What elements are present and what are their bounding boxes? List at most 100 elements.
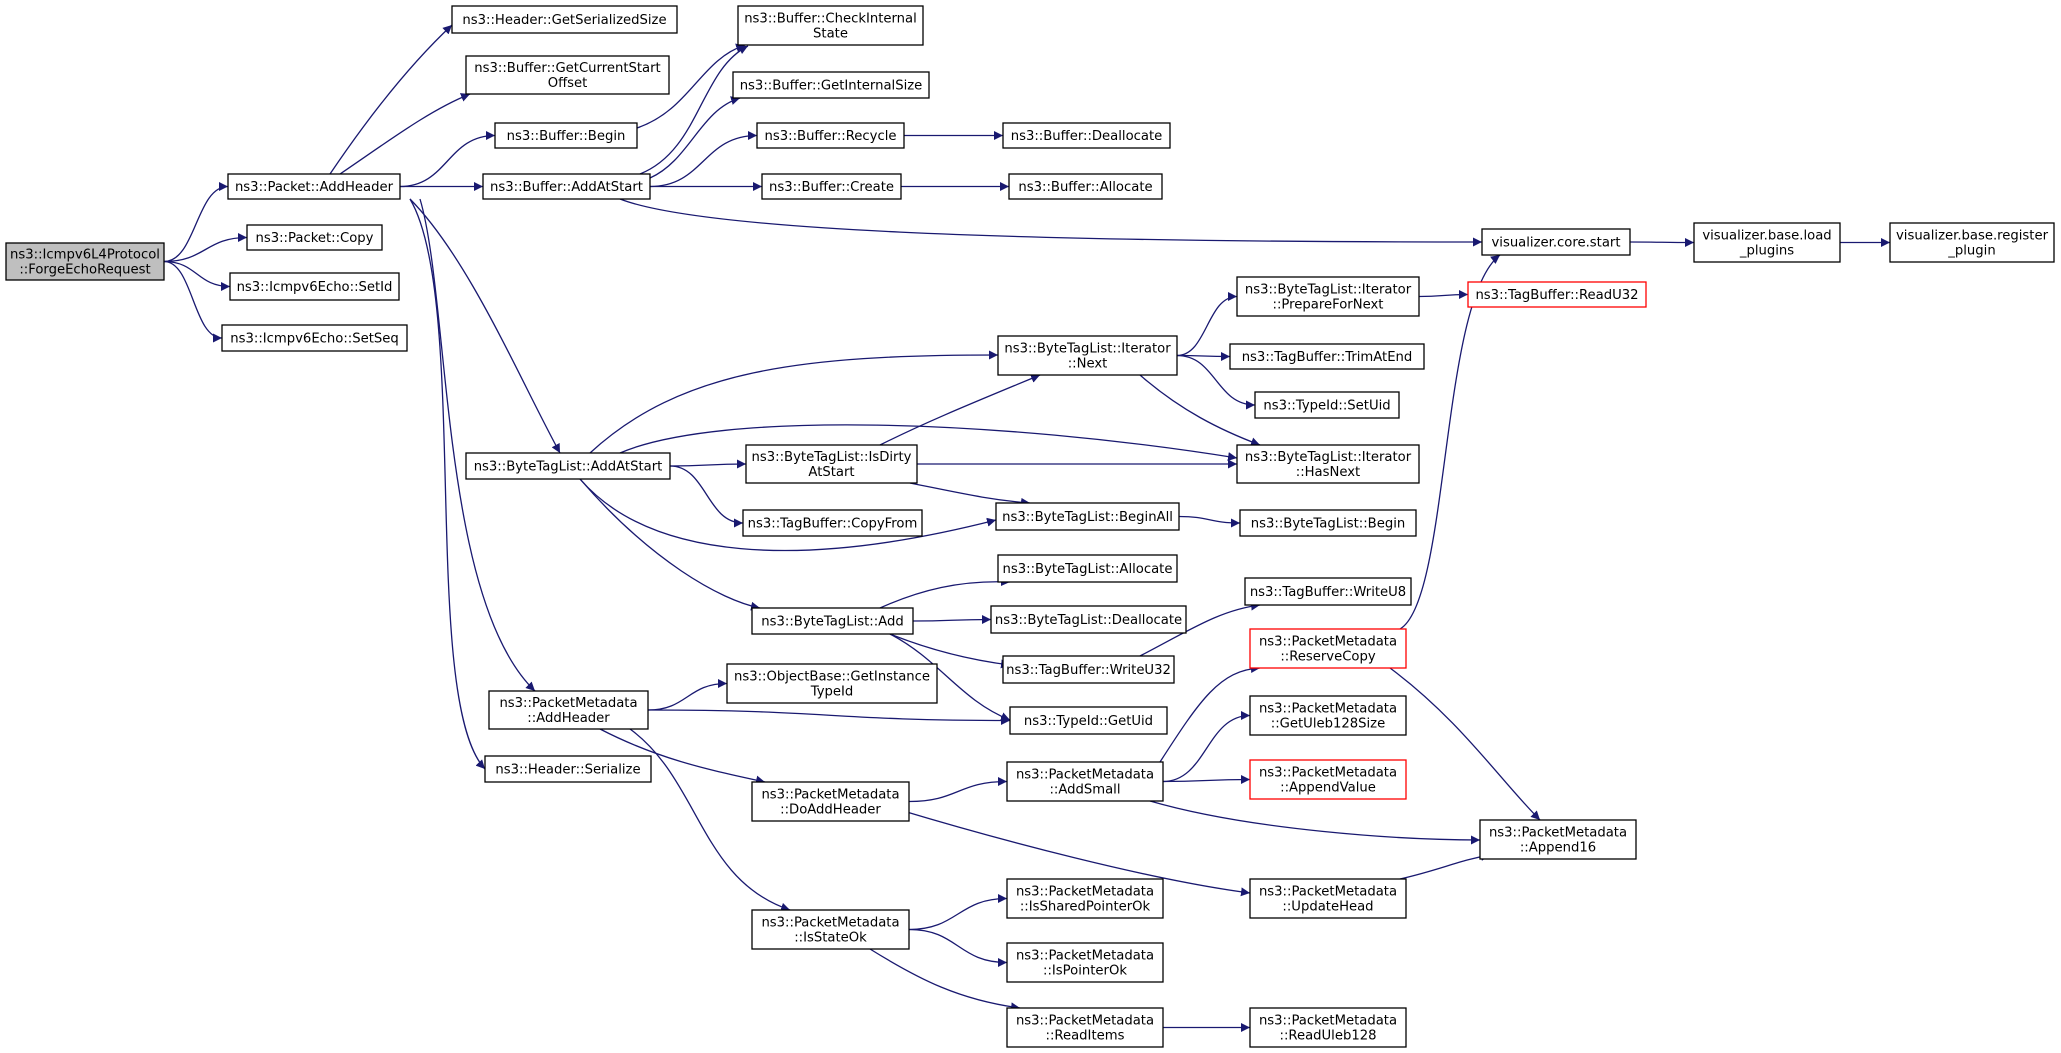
- node-getsersize[interactable]: ns3::Header::GetSerializedSize: [451, 5, 678, 34]
- node-label-readitems-line-1: ::ReadItems: [1046, 1029, 1125, 1044]
- node-box-btladdatstart: [465, 452, 671, 480]
- node-writeu32[interactable]: ns3::TagBuffer::WriteU32: [1002, 655, 1175, 684]
- node-label-reservecopy-line-0: ns3::PacketMetadata: [1259, 635, 1397, 650]
- node-hasnext[interactable]: ns3::ByteTagList::Iterator::HasNext: [1236, 444, 1420, 484]
- node-readuleb[interactable]: ns3::PacketMetadata::ReadUleb128: [1249, 1007, 1407, 1048]
- node-btladd[interactable]: ns3::ByteTagList::Add: [751, 607, 914, 635]
- node-label-root-line-0: ns3::Icmpv6L4Protocol: [10, 248, 160, 263]
- call-edge-addsmall-to-getuleb: [1162, 711, 1251, 783]
- node-getuid[interactable]: ns3::TypeId::GetUid: [1009, 706, 1168, 735]
- node-setuid[interactable]: ns3::TypeId::SetUid: [1254, 391, 1400, 419]
- call-edge-itprepare-to-readu32: [1418, 290, 1469, 300]
- node-addheader[interactable]: ns3::Packet::AddHeader: [227, 173, 401, 200]
- node-label-getuleb-line-1: ::GetUleb128Size: [1271, 717, 1385, 732]
- node-bufaddatstart[interactable]: ns3::Buffer::AddAtStart: [482, 173, 651, 200]
- node-copy[interactable]: ns3::Packet::Copy: [246, 224, 383, 251]
- node-setid[interactable]: ns3::Icmpv6Echo::SetId: [229, 272, 400, 301]
- node-label-trimatend-line-0: ns3::TagBuffer::TrimAtEnd: [1242, 350, 1413, 365]
- node-box-issharedptr: [1006, 878, 1164, 919]
- node-issharedptr[interactable]: ns3::PacketMetadata::IsSharedPointerOk: [1006, 878, 1164, 919]
- node-btldeallocate[interactable]: ns3::ByteTagList::Deallocate: [990, 605, 1187, 634]
- node-appendvalue[interactable]: ns3::PacketMetadata::AppendValue: [1249, 759, 1407, 800]
- node-box-setseq: [221, 324, 408, 352]
- call-edge-btladd-to-btldeallocate: [912, 615, 992, 625]
- call-edge-writeu32-to-writeu8: [1139, 601, 1261, 657]
- node-box-writeu8: [1244, 577, 1412, 606]
- node-label-append16-line-1: ::Append16: [1520, 841, 1596, 856]
- node-hdrserialize[interactable]: ns3::Header::Serialize: [484, 755, 652, 783]
- node-label-btladd-line-0: ns3::ByteTagList::Add: [761, 615, 903, 630]
- call-edge-root-to-setid: [163, 260, 231, 291]
- node-append16[interactable]: ns3::PacketMetadata::Append16: [1479, 819, 1637, 860]
- call-edge-root-to-addheader: [163, 182, 229, 263]
- node-recycle[interactable]: ns3::Buffer::Recycle: [756, 122, 905, 149]
- node-label-setuid-line-0: ns3::TypeId::SetUid: [1263, 399, 1390, 414]
- node-doaddheader[interactable]: ns3::PacketMetadata::DoAddHeader: [751, 781, 910, 822]
- node-addsmall[interactable]: ns3::PacketMetadata::AddSmall: [1006, 761, 1164, 802]
- node-label-append16-line-0: ns3::PacketMetadata: [1489, 826, 1627, 841]
- node-label-getcurstart-line-1: Offset: [548, 76, 588, 91]
- node-label-setid-line-0: ns3::Icmpv6Echo::SetId: [237, 280, 393, 295]
- node-reservecopy[interactable]: ns3::PacketMetadata::ReserveCopy: [1249, 628, 1407, 669]
- node-box-getinternalsize: [732, 71, 930, 99]
- node-label-create-line-0: ns3::Buffer::Create: [769, 180, 894, 195]
- node-writeu8[interactable]: ns3::TagBuffer::WriteU8: [1244, 577, 1412, 606]
- node-itnext[interactable]: ns3::ByteTagList::Iterator::Next: [997, 335, 1178, 376]
- node-btlallocate[interactable]: ns3::ByteTagList::Allocate: [997, 554, 1178, 583]
- node-beginall[interactable]: ns3::ByteTagList::BeginAll: [995, 502, 1180, 531]
- node-box-beginall: [995, 502, 1180, 531]
- node-isstateok[interactable]: ns3::PacketMetadata::IsStateOk: [751, 909, 910, 950]
- call-edge-bufaddatstart-to-recycle: [649, 131, 758, 188]
- node-setseq[interactable]: ns3::Icmpv6Echo::SetSeq: [221, 324, 408, 352]
- node-bufbegin[interactable]: ns3::Buffer::Begin: [494, 122, 638, 149]
- node-box-bufbegin: [494, 122, 638, 149]
- node-vizload[interactable]: visualizer.base.load_plugins: [1693, 222, 1841, 263]
- node-ispointerok[interactable]: ns3::PacketMetadata::IsPointerOk: [1006, 942, 1164, 983]
- node-getinternalsize[interactable]: ns3::Buffer::GetInternalSize: [732, 71, 930, 99]
- node-box-trimatend: [1229, 343, 1425, 370]
- node-label-checkinternal-line-0: ns3::Buffer::CheckInternal: [744, 12, 917, 27]
- call-edge-itnext-to-setuid: [1176, 354, 1256, 410]
- node-box-copy: [246, 224, 383, 251]
- node-label-vizstart-line-0: visualizer.core.start: [1491, 236, 1620, 251]
- node-label-itnext-line-1: ::Next: [1068, 357, 1108, 372]
- node-copyfrom[interactable]: ns3::TagBuffer::CopyFrom: [742, 509, 923, 537]
- node-box-vizload: [1693, 222, 1841, 263]
- node-deallocate[interactable]: ns3::Buffer::Deallocate: [1002, 122, 1171, 149]
- node-btlbegin[interactable]: ns3::ByteTagList::Begin: [1239, 509, 1417, 537]
- node-pmaddheader[interactable]: ns3::PacketMetadata::AddHeader: [488, 690, 649, 730]
- node-box-btlbegin: [1239, 509, 1417, 537]
- node-label-reservecopy-line-1: ::ReserveCopy: [1280, 650, 1376, 665]
- node-box-updatehead: [1249, 878, 1407, 919]
- call-edge-reservecopy-to-append16: [1389, 667, 1541, 821]
- node-box-isdirty: [745, 444, 918, 484]
- node-updatehead[interactable]: ns3::PacketMetadata::UpdateHead: [1249, 878, 1407, 919]
- node-label-bufaddatstart-line-0: ns3::Buffer::AddAtStart: [490, 180, 643, 195]
- node-trimatend[interactable]: ns3::TagBuffer::TrimAtEnd: [1229, 343, 1425, 370]
- call-edge-isdirty-to-itnext: [879, 374, 1041, 446]
- node-readitems[interactable]: ns3::PacketMetadata::ReadItems: [1006, 1007, 1164, 1048]
- node-box-readu32: [1467, 281, 1647, 308]
- node-vizstart[interactable]: visualizer.core.start: [1481, 228, 1631, 256]
- node-readu32[interactable]: ns3::TagBuffer::ReadU32: [1467, 281, 1647, 308]
- call-edge-addheader-to-pmaddheader: [419, 198, 536, 692]
- node-root[interactable]: ns3::Icmpv6L4Protocol::ForgeEchoRequest: [5, 242, 165, 281]
- node-create[interactable]: ns3::Buffer::Create: [761, 173, 902, 200]
- node-allocate[interactable]: ns3::Buffer::Allocate: [1008, 173, 1163, 200]
- node-box-vizregister: [1889, 222, 2055, 263]
- node-label-setseq-line-0: ns3::Icmpv6Echo::SetSeq: [230, 332, 398, 347]
- node-label-readu32-line-0: ns3::TagBuffer::ReadU32: [1475, 288, 1638, 303]
- node-vizregister[interactable]: visualizer.base.register_plugin: [1889, 222, 2055, 263]
- node-label-doaddheader-line-1: ::DoAddHeader: [780, 803, 881, 818]
- node-box-hasnext: [1236, 444, 1420, 484]
- node-label-deallocate-line-0: ns3::Buffer::Deallocate: [1011, 129, 1163, 144]
- node-getuleb[interactable]: ns3::PacketMetadata::GetUleb128Size: [1249, 695, 1407, 736]
- node-label-getsersize-line-0: ns3::Header::GetSerializedSize: [462, 13, 666, 28]
- node-itprepare[interactable]: ns3::ByteTagList::Iterator::PrepareForNe…: [1236, 276, 1420, 317]
- node-btladdatstart[interactable]: ns3::ByteTagList::AddAtStart: [465, 452, 671, 480]
